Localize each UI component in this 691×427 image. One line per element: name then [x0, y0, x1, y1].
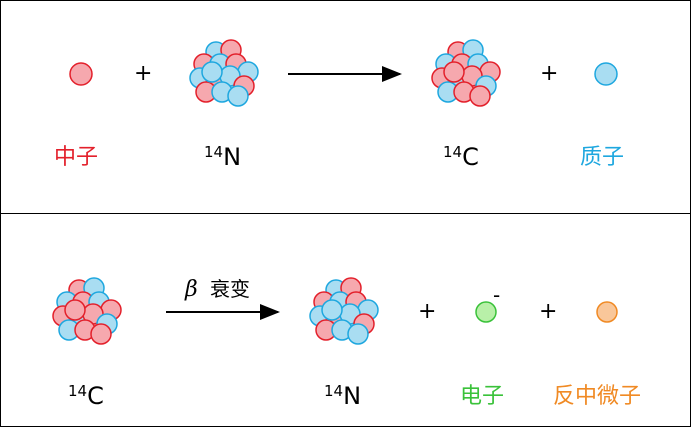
neutron-sphere [90, 323, 112, 345]
proton-particle [594, 62, 618, 86]
proton-sphere [201, 61, 223, 83]
proton-label: 质子 [580, 145, 624, 170]
plus-sign: + [418, 299, 436, 324]
antineutrino-particle [596, 301, 618, 323]
nitrogen-14-nucleus-top [189, 39, 259, 107]
electron-label: 电子 [460, 384, 504, 409]
nitrogen-14-nucleus-bottom [309, 277, 379, 345]
plus-sign: + [540, 61, 558, 86]
beta-symbol: β [184, 277, 198, 302]
top-panel-frame [0, 0, 691, 214]
neutron-sphere [443, 61, 465, 83]
carbon-14-label: 14C [443, 143, 479, 171]
carbon-14-nucleus-bottom [52, 277, 122, 345]
neutron-sphere [64, 299, 86, 321]
proton-sphere [321, 299, 343, 321]
antineutrino-label: 反中微子 [553, 384, 641, 409]
nitrogen-14-label: 14N [204, 143, 241, 171]
carbon-14-nucleus-top [431, 39, 501, 107]
carbon-14-label: 14C [68, 382, 104, 410]
proton-sphere [347, 323, 369, 345]
neutron-sphere [469, 85, 491, 107]
plus-sign: + [539, 299, 557, 324]
proton-sphere [227, 85, 249, 107]
plus-sign: + [134, 61, 152, 86]
decay-label: 衰变 [210, 277, 250, 301]
electron-charge-sign: - [493, 283, 500, 307]
electron-particle [475, 301, 497, 323]
neutron-particle [69, 62, 93, 86]
nitrogen-14-label: 14N [324, 382, 361, 410]
neutron-label: 中子 [54, 145, 98, 170]
